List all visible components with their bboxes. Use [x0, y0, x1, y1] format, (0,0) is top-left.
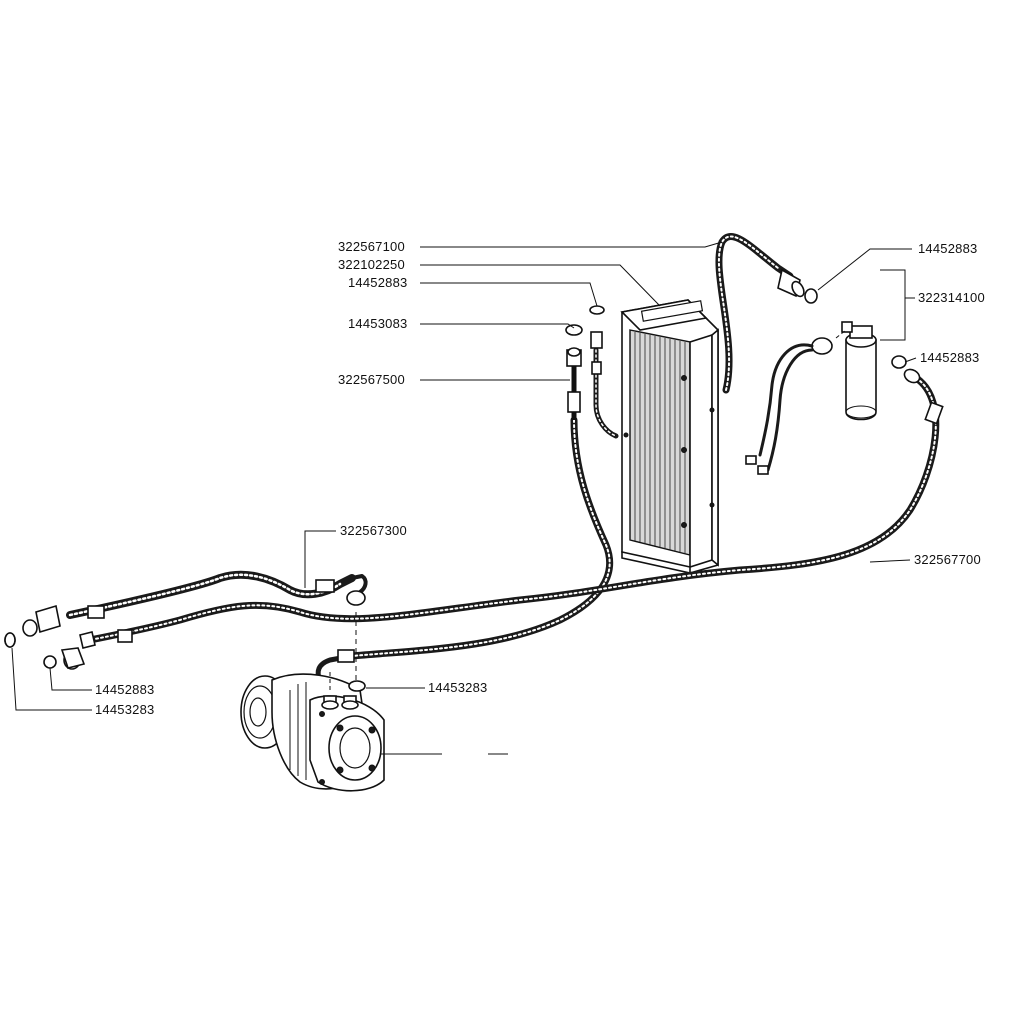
receiver-drier — [745, 321, 877, 475]
label-14453283-center: 14453283 — [428, 680, 487, 695]
condenser — [620, 299, 719, 574]
label-14452883-right-top: 14452883 — [918, 241, 977, 256]
label-322314100: 322314100 — [918, 290, 985, 305]
label-322567300: 322567300 — [340, 523, 407, 538]
label-322102250: 322102250 — [338, 257, 405, 272]
label-14453283-left: 14453283 — [95, 702, 154, 717]
hose-322567100 — [715, 233, 805, 394]
label-322567100: 322567100 — [338, 239, 405, 254]
label-14453083: 14453083 — [348, 316, 407, 331]
hose-322567700 — [60, 368, 944, 670]
washers — [4, 288, 907, 692]
leader-lines — [11, 241, 917, 755]
label-14452883-top: 14452883 — [348, 275, 407, 290]
label-14452883-right: 14452883 — [920, 350, 979, 365]
hose-322567500 — [313, 347, 614, 691]
hose-322567300 — [4, 570, 368, 648]
label-14452883-left: 14452883 — [95, 682, 154, 697]
pipe-condenser-inlet — [590, 331, 619, 439]
part-labels: 322567100 322102250 14452883 14453083 32… — [95, 239, 985, 717]
label-322567500: 322567500 — [338, 372, 405, 387]
label-322567700: 322567700 — [914, 552, 981, 567]
compressor — [240, 673, 385, 792]
